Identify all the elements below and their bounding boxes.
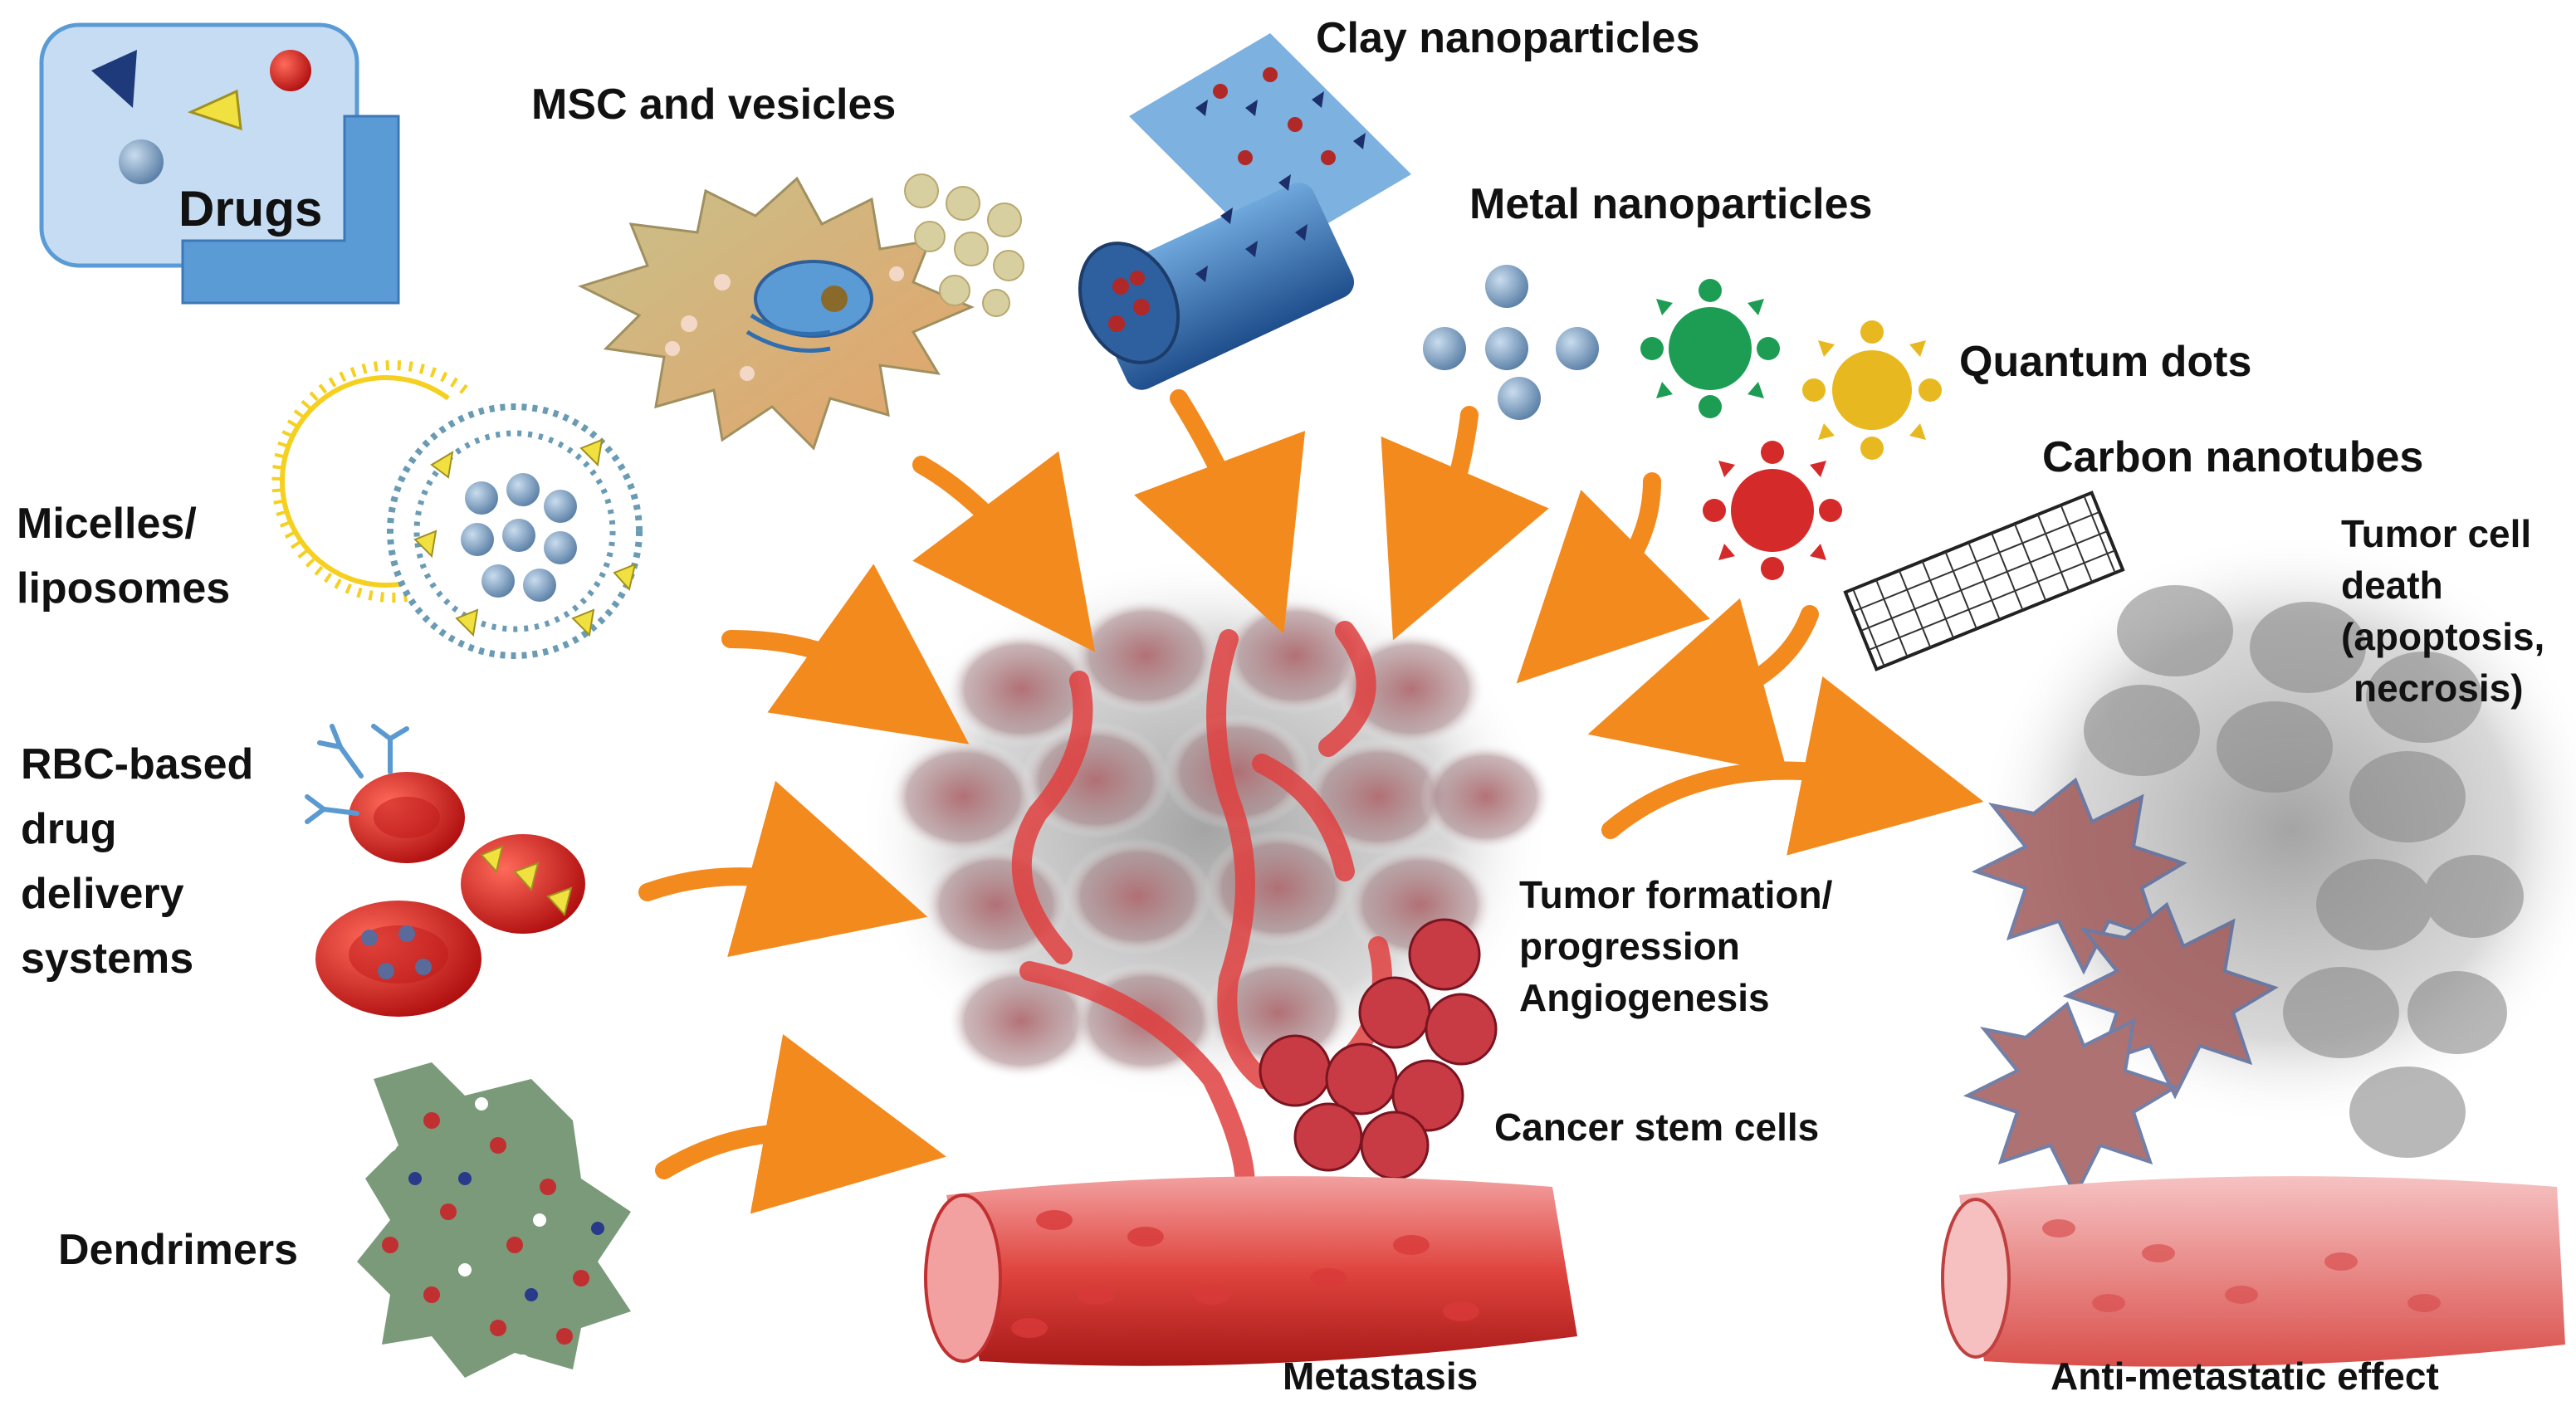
label-rbc-3: delivery <box>21 870 184 918</box>
label-anti-metastatic: Anti-metastatic effect <box>2051 1355 2439 1398</box>
label-drugs: Drugs <box>178 181 323 237</box>
label-tumor-death-4: necrosis) <box>2354 666 2524 710</box>
label-tumor-formation-2: progression <box>1519 925 1740 968</box>
arrow-to-death <box>1601 676 1984 856</box>
label-rbc-4: systems <box>21 935 194 983</box>
blood-vessel-right <box>1941 1176 2565 1367</box>
arrow-carbon <box>1587 598 1819 774</box>
label-micelles-1: Micelles/ <box>17 500 197 548</box>
label-tumor-formation-3: Angiogenesis <box>1519 976 1770 1019</box>
label-tumor-death-2: death <box>2341 564 2443 607</box>
arrow-rbc <box>638 780 928 957</box>
label-carbon: Carbon nanotubes <box>2042 433 2424 481</box>
quantum-dot-green <box>1640 279 1780 418</box>
micelle <box>271 360 468 603</box>
dead-tumor-mass <box>1963 531 2576 1199</box>
quantum-dot-yellow <box>1802 320 1942 460</box>
label-rbc-2: drug <box>21 805 117 853</box>
quantum-dot-red <box>1703 441 1842 580</box>
label-dendrimers: Dendrimers <box>58 1226 298 1274</box>
dendrimer <box>357 1062 631 1378</box>
arrow-quantum <box>1516 472 1711 684</box>
liposome <box>387 403 643 659</box>
label-rbc-1: RBC-based <box>21 740 254 788</box>
drug-triangle-icon <box>91 50 137 108</box>
label-clay: Clay nanoparticles <box>1316 14 1700 62</box>
label-cancer-stem: Cancer stem cells <box>1494 1106 1820 1149</box>
rbc-drug-delivery <box>305 724 585 1017</box>
label-tumor-death-3: (apoptosis, <box>2341 615 2545 658</box>
arrows <box>638 389 1984 1214</box>
arrow-msc <box>912 451 1096 652</box>
carbon-nanotube <box>1843 491 2125 671</box>
clay-nanoparticles <box>1078 33 1411 390</box>
tumor-mass <box>855 556 1552 1197</box>
label-quantum: Quantum dots <box>1959 338 2252 386</box>
label-tumor-formation-1: Tumor formation/ <box>1519 873 1833 916</box>
drugs-box <box>39 22 400 305</box>
blood-vessel-center <box>924 1176 1577 1366</box>
arrow-clay <box>1134 389 1306 634</box>
label-tumor-death-1: Tumor cell <box>2341 512 2532 555</box>
metal-nanoparticles <box>1423 265 1599 420</box>
arrow-metal <box>1381 406 1549 641</box>
label-metastasis: Metastasis <box>1283 1355 1479 1398</box>
label-micelles-2: liposomes <box>17 564 231 613</box>
label-msc: MSC and vesicles <box>531 81 897 129</box>
arrow-micelles <box>721 564 970 744</box>
msc-cell <box>578 173 1024 451</box>
arrow-dendrimers <box>655 1034 946 1214</box>
label-metal: Metal nanoparticles <box>1469 180 1873 228</box>
